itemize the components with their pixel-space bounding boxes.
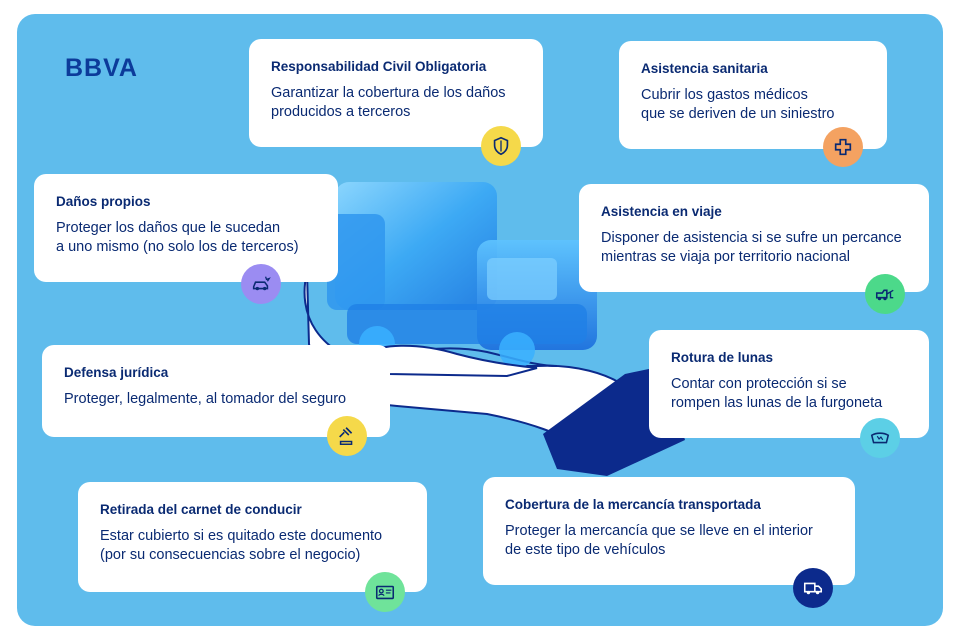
card-description: Proteger, legalmente, al tomador del seg… <box>64 391 347 407</box>
tow-truck-icon <box>865 274 905 314</box>
card-title: Cobertura de la mercancía transportada <box>505 497 761 512</box>
card-description: Contar con protección si se rompen las l… <box>671 376 883 411</box>
card-title: Retirada del carnet de conducir <box>100 502 302 517</box>
infographic-panel: BBVA Responsabil <box>17 14 943 626</box>
gavel-icon <box>327 416 367 456</box>
card-title: Daños propios <box>56 194 151 209</box>
card-description: Cubrir los gastos médicos que se deriven… <box>641 87 835 122</box>
id-card-icon <box>365 572 405 612</box>
card-cobertura-mercancia: Cobertura de la mercancía transportada P… <box>483 477 855 585</box>
card-description: Proteger los daños que le sucedan a uno … <box>56 220 299 255</box>
medical-cross-icon <box>823 127 863 167</box>
delivery-van-icon <box>793 568 833 608</box>
car-crash-icon <box>241 264 281 304</box>
card-description: Garantizar la cobertura de los daños pro… <box>271 85 506 120</box>
card-asistencia-viaje: Asistencia en viaje Disponer de asistenc… <box>579 184 929 292</box>
card-description: Estar cubierto si es quitado este docume… <box>100 528 383 563</box>
bbva-logo: BBVA <box>65 54 138 82</box>
card-description: Disponer de asistencia si se sufre un pe… <box>601 230 902 265</box>
card-asistencia-sanitaria: Asistencia sanitaria Cubrir los gastos m… <box>619 41 887 149</box>
card-title: Rotura de lunas <box>671 350 774 365</box>
card-description: Proteger la mercancía que se lleve en el… <box>505 523 813 558</box>
card-retirada-carnet: Retirada del carnet de conducir Estar cu… <box>78 482 427 592</box>
card-title: Responsabilidad Civil Obligatoria <box>271 59 487 74</box>
windshield-icon <box>860 418 900 458</box>
card-danos-propios: Daños propios Proteger los daños que le … <box>34 174 338 282</box>
card-responsabilidad-civil: Responsabilidad Civil Obligatoria Garant… <box>249 39 543 147</box>
card-title: Asistencia en viaje <box>601 204 722 219</box>
card-title: Asistencia sanitaria <box>641 61 768 76</box>
card-title: Defensa jurídica <box>64 365 169 380</box>
shield-icon <box>481 126 521 166</box>
